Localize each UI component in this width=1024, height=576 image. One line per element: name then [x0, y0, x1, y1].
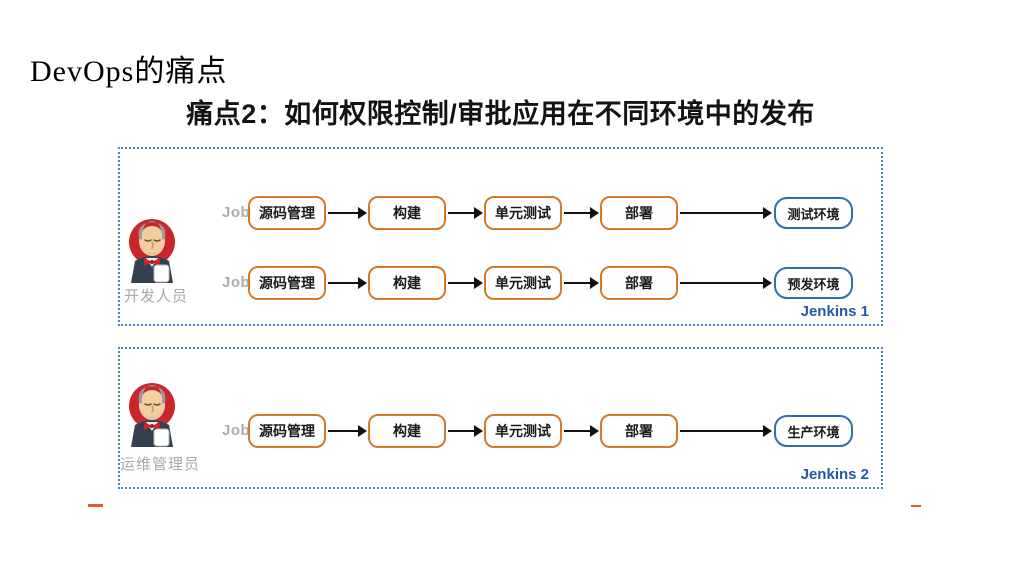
page-title: DevOps的痛点	[30, 55, 228, 88]
stage-box-build: 构建	[368, 266, 446, 300]
stage-box-deploy: 部署	[600, 266, 678, 300]
jenkins-1-group-box: 开发人员 Job1 源码管理 构建 单元测试 部署 测试环境 Job2 源码管理…	[118, 147, 883, 326]
arrow-icon	[680, 277, 772, 288]
jenkins-mascot-icon	[129, 383, 175, 447]
arrow-icon	[564, 277, 599, 288]
arrow-icon	[328, 277, 367, 288]
stage-box-deploy: 部署	[600, 414, 678, 448]
stage-box-source: 源码管理	[248, 414, 326, 448]
stage-box-build: 构建	[368, 196, 446, 230]
arrow-icon	[564, 425, 599, 436]
arrow-icon	[680, 425, 772, 436]
pipeline-row-job2: Job2 源码管理 构建 单元测试 部署 预发环境	[120, 266, 885, 300]
pipeline-row-job1: Job1 源码管理 构建 单元测试 部署 测试环境	[120, 196, 885, 230]
arrow-icon	[448, 207, 483, 218]
accent-mark-right	[911, 505, 921, 507]
stage-box-source: 源码管理	[248, 266, 326, 300]
jenkins-instance-label: Jenkins 2	[800, 466, 869, 483]
env-box-staging: 预发环境	[774, 267, 853, 299]
env-box-test: 测试环境	[774, 197, 853, 229]
stage-box-build: 构建	[368, 414, 446, 448]
arrow-icon	[448, 277, 483, 288]
accent-mark-left	[88, 504, 103, 507]
arrow-icon	[328, 425, 367, 436]
stage-box-deploy: 部署	[600, 196, 678, 230]
stage-box-unit-test: 单元测试	[484, 196, 562, 230]
pipeline-row-job3: Job3 源码管理 构建 单元测试 部署 生产环境	[120, 414, 885, 448]
diagram-heading: 痛点2：如何权限控制/审批应用在不同环境中的发布	[186, 99, 815, 129]
jenkins-2-group-box: 运维管理员 Job3 源码管理 构建 单元测试 部署 生产环境 Jenkins …	[118, 347, 883, 489]
stage-box-source: 源码管理	[248, 196, 326, 230]
role-label-ops-admin: 运维管理员	[120, 456, 201, 473]
stage-box-unit-test: 单元测试	[484, 266, 562, 300]
arrow-icon	[680, 207, 772, 218]
env-box-production: 生产环境	[774, 415, 853, 447]
arrow-icon	[448, 425, 483, 436]
arrow-icon	[328, 207, 367, 218]
jenkins-instance-label: Jenkins 1	[800, 303, 869, 320]
role-label-developers: 开发人员	[124, 288, 189, 305]
jenkins-mascot-icon	[129, 219, 175, 283]
arrow-icon	[564, 207, 599, 218]
stage-box-unit-test: 单元测试	[484, 414, 562, 448]
